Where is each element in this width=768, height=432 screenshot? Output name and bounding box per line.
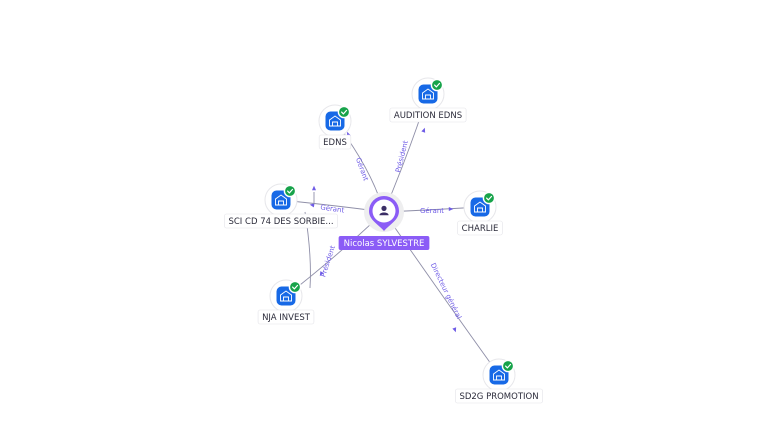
person-name: Nicolas SYLVESTRE bbox=[344, 239, 425, 249]
company-name: CHARLIE bbox=[462, 224, 499, 234]
company-label: SD2G PROMOTION bbox=[455, 388, 543, 404]
company-label: SCI CD 74 DES SORBIE... bbox=[224, 213, 338, 229]
company-node-sd2g[interactable]: SD2G PROMOTION bbox=[455, 358, 543, 404]
verified-check-icon bbox=[283, 184, 297, 198]
company-node-charlie[interactable]: CHARLIE bbox=[457, 190, 503, 236]
company-label: CHARLIE bbox=[457, 220, 503, 236]
edge-label: Gérant bbox=[320, 203, 345, 214]
company-node-edns[interactable]: EDNS bbox=[318, 104, 352, 150]
nodes-layer: EDNS AUDITION EDNS CHARLIE SCI CD 74 DES SO… bbox=[224, 77, 543, 404]
edge-arrow bbox=[312, 185, 316, 191]
edge-label: Gérant bbox=[354, 157, 370, 183]
company-name: NJA INVEST bbox=[262, 313, 311, 323]
company-name: EDNS bbox=[323, 138, 347, 148]
edge-arrow bbox=[448, 207, 454, 211]
person-node-center[interactable]: Nicolas SYLVESTRE bbox=[338, 192, 430, 250]
edge-arrow bbox=[452, 327, 457, 333]
company-label: EDNS bbox=[318, 134, 352, 150]
verified-check-icon bbox=[501, 359, 515, 373]
company-node-audition[interactable]: AUDITION EDNS bbox=[389, 77, 467, 123]
edge-arrow bbox=[309, 203, 315, 208]
verified-check-icon bbox=[288, 280, 302, 294]
edge-arrow bbox=[421, 127, 426, 133]
company-name: SCI CD 74 DES SORBIE... bbox=[228, 217, 333, 227]
edge-label: Directeur général bbox=[429, 262, 463, 321]
company-name: SD2G PROMOTION bbox=[459, 392, 538, 402]
verified-check-icon bbox=[430, 78, 444, 92]
edge-sci-link bbox=[304, 185, 316, 289]
center-label: Nicolas SYLVESTRE bbox=[338, 236, 430, 250]
company-label: NJA INVEST bbox=[257, 309, 315, 325]
edge-line bbox=[383, 211, 500, 376]
verified-check-icon bbox=[482, 191, 496, 205]
edge-label: Président bbox=[394, 139, 410, 173]
edge-arrow bbox=[319, 271, 324, 277]
company-label: AUDITION EDNS bbox=[389, 107, 467, 123]
company-node-nja[interactable]: NJA INVEST bbox=[257, 279, 315, 325]
company-name: AUDITION EDNS bbox=[394, 111, 462, 121]
verified-check-icon bbox=[337, 105, 351, 119]
edge-label: Gérant bbox=[420, 207, 444, 215]
company-node-sci[interactable]: SCI CD 74 DES SORBIE... bbox=[224, 183, 338, 229]
person-icon bbox=[379, 205, 389, 216]
